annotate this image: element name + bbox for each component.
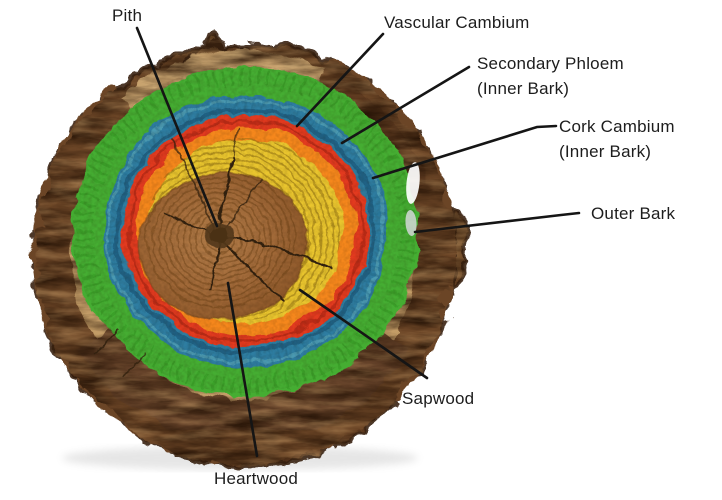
label-pith-text: Pith: [112, 6, 143, 25]
label-vascular-cambium: Vascular Cambium: [384, 10, 530, 35]
heartwood-leader-line: [226, 281, 259, 458]
label-pith: Pith: [112, 3, 142, 28]
label-sapwood: Sapwood: [402, 386, 474, 411]
label-outer-bark: Outer Bark: [591, 201, 675, 226]
bark-notch-white: [406, 162, 420, 204]
label-cork-cambium: Cork Cambium (Inner Bark): [559, 114, 675, 164]
label-outer-bark-text: Outer Bark: [591, 204, 676, 223]
label-secondary-phloem: Secondary Phloem (Inner Bark): [477, 51, 624, 101]
cork-cambium-leader-line: [371, 124, 558, 180]
label-vascular-cambium-text: Vascular Cambium: [384, 13, 530, 32]
label-heartwood-text: Heartwood: [214, 469, 299, 488]
label-secondary-phloem-subtext: (Inner Bark): [477, 79, 570, 98]
pith-leader-line: [135, 26, 219, 228]
label-secondary-phloem-text: Secondary Phloem: [477, 54, 624, 73]
pith-core: [209, 227, 227, 241]
sapwood-leader-line: [298, 288, 429, 380]
label-heartwood: Heartwood: [214, 466, 298, 491]
secondary-phloem-leader-line: [340, 65, 471, 145]
label-sapwood-text: Sapwood: [402, 389, 475, 408]
vascular-cambium-leader-line: [295, 32, 385, 128]
label-cork-cambium-subtext: (Inner Bark): [559, 142, 652, 161]
label-cork-cambium-text: Cork Cambium: [559, 117, 675, 136]
bark-patch-gray: [405, 210, 417, 236]
outer-bark-leader-line: [413, 211, 581, 234]
leader-lines: [135, 26, 581, 458]
